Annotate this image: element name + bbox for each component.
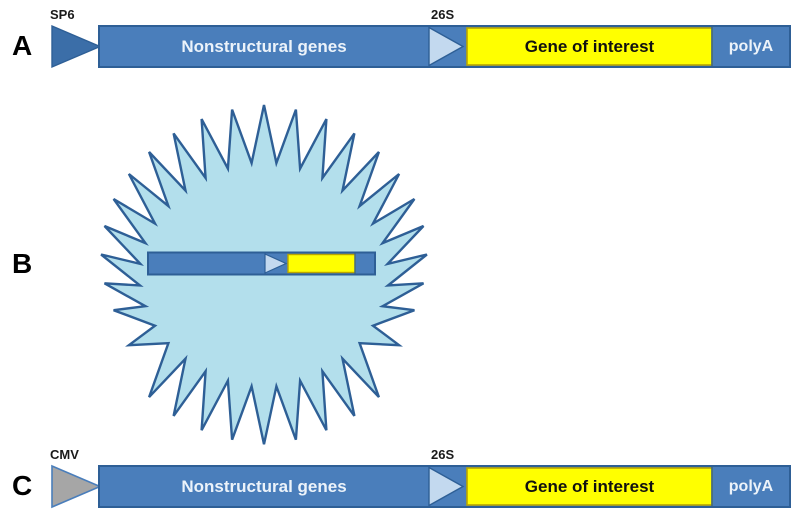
panel-a-26s-label: 26S xyxy=(431,7,455,22)
panel-c-26s-promoter-arrow-icon xyxy=(428,466,465,507)
panel-c-letter: C xyxy=(12,470,33,501)
panel-a-polya-label: polyA xyxy=(728,38,774,55)
panel-c-nonstructural-genes-label: Nonstructural genes xyxy=(181,477,347,496)
panel-b-26s-promoter-arrow-icon xyxy=(264,253,288,274)
panel-b-gene-of-interest-box xyxy=(287,253,356,274)
panel-b-letter: B xyxy=(12,248,33,279)
panel-a-gene-of-interest-box xyxy=(466,27,713,66)
panel-a-letter: A xyxy=(12,30,33,61)
sp6-promoter-triangle-icon xyxy=(51,24,102,69)
panel-c-26s-label: 26S xyxy=(431,447,455,462)
panel-a-gene-of-interest-label: Gene of interest xyxy=(524,37,655,56)
panel-a xyxy=(51,24,791,69)
panel-a-nonstructural-genes-label: Nonstructural genes xyxy=(181,37,347,56)
panel-c xyxy=(51,464,791,509)
panel-c-gene-of-interest-box xyxy=(466,467,713,506)
sp6-promoter-label: SP6 xyxy=(50,7,75,22)
panel-c-gene-of-interest-label: Gene of interest xyxy=(524,477,655,496)
cmv-promoter-triangle-icon xyxy=(51,464,103,509)
cmv-promoter-label: CMV xyxy=(50,447,79,462)
panel-a-26s-promoter-arrow-icon xyxy=(428,26,465,67)
panel-c-polya-label: polyA xyxy=(728,478,774,495)
panel-b xyxy=(100,104,428,445)
